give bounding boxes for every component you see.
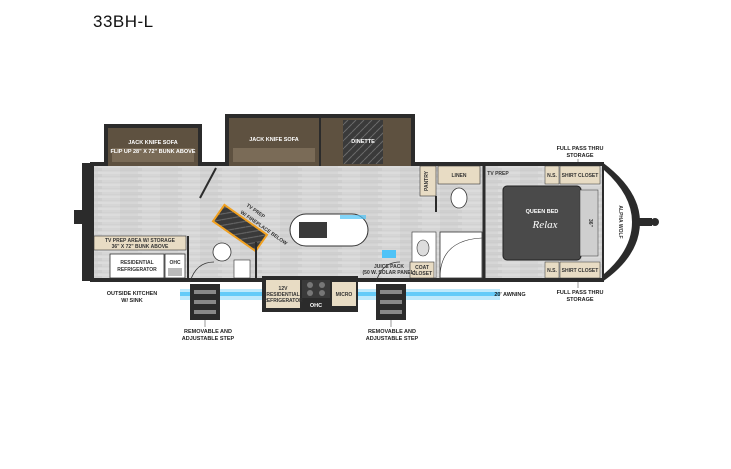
awning-label: 20' AWNING — [494, 292, 525, 298]
rear-fridge-label-1: RESIDENTIAL — [120, 260, 153, 266]
sofa-seat-left — [112, 148, 194, 162]
angled-wall — [199, 167, 217, 199]
outside-kitchen-label-2: W/ SINK — [121, 298, 142, 304]
front-cap-inner — [604, 170, 632, 274]
rear-hitch — [74, 210, 82, 224]
burner-2 — [319, 282, 325, 288]
step-left-label-1: REMOVABLE AND — [184, 329, 232, 335]
linen — [437, 165, 481, 185]
coat-closet-label-2: CLOSET — [412, 271, 432, 277]
pantry — [419, 165, 437, 197]
headboard-label: 36" — [587, 219, 593, 228]
burner-3 — [307, 290, 313, 296]
pantry-label: PANTRY — [424, 170, 430, 191]
shirt-closet-top-label: SHIRT CLOSET — [562, 173, 599, 179]
shower — [439, 231, 483, 279]
kitchen-fridge-label-2: RESIDENTIAL — [266, 292, 299, 298]
shower-curve — [439, 237, 483, 279]
queen-bed-label: QUEEN BED — [526, 209, 559, 215]
full-pass-top-label-2: STORAGE — [566, 153, 593, 159]
kitchen-refrigerator — [266, 280, 300, 308]
sofa-right-label: JACK KNIFE SOFA — [249, 137, 299, 143]
rear-bumper — [82, 163, 90, 281]
tv-prep-area-label-1: TV PREP AREA W/ STORAGE — [105, 238, 176, 244]
linen-label: LINEN — [452, 173, 467, 179]
door-left — [189, 261, 215, 283]
sofa-seat-right — [233, 148, 315, 162]
sofa-left-label-1: JACK KNIFE SOFA — [128, 140, 178, 146]
nightstand-bottom-label: N.S. — [547, 268, 557, 274]
shirt-closet-top — [559, 165, 601, 185]
coat-closet — [409, 261, 435, 279]
tv-prep-area — [93, 235, 187, 251]
micro-label: MICRO — [336, 292, 353, 298]
brand-label: ALPHA WOLF — [617, 205, 623, 238]
full-pass-top-label-1: FULL PASS THRU — [557, 146, 604, 152]
kitchen-fridge-label-1: 12V — [279, 286, 289, 292]
hitch-ball — [651, 218, 659, 226]
sofa-left-label-2: FLIP UP 28" X 72" BUNK ABOVE — [111, 149, 196, 155]
shirt-closet-bottom — [559, 261, 601, 279]
dinette-table — [343, 120, 383, 164]
dinette-label: DINETTE — [351, 139, 375, 145]
step-right — [376, 284, 406, 320]
juice-pack-label-1: JUICE PACK — [374, 264, 404, 270]
tv-prep-area-label-2: 36" X 72" BUNK ABOVE — [112, 244, 169, 250]
nightstand-top-label: N.S. — [547, 173, 557, 179]
nightstand-bottom — [544, 261, 560, 279]
ohc-bottom-label: OHC — [310, 303, 322, 309]
bunk-toilet — [212, 242, 232, 262]
island-light — [340, 215, 366, 219]
outside-kitchen-label-1: OUTSIDE KITCHEN — [107, 291, 157, 297]
stove — [302, 280, 330, 298]
full-pass-bottom-label-2: STORAGE — [566, 297, 593, 303]
microwave — [332, 282, 356, 306]
full-pass-bottom-label-1: FULL PASS THRU — [557, 290, 604, 296]
toilet — [450, 187, 468, 209]
coat-closet-label-1: COAT — [415, 265, 429, 271]
ohc-left-label: OHC — [169, 260, 181, 266]
sink-bowl — [416, 239, 430, 257]
burner-4 — [319, 290, 325, 296]
solar-icon — [382, 250, 396, 258]
nightstand-top — [544, 165, 560, 185]
rear-refrigerator — [109, 253, 165, 279]
step-right-label-2: ADJUSTABLE STEP — [366, 336, 419, 342]
juice-pack-label-2: (50 W. SOLAR PANEL) — [363, 270, 416, 276]
bunk-sink — [233, 259, 251, 279]
hitch — [638, 218, 652, 226]
headboard — [579, 189, 599, 257]
step-right-label-1: REMOVABLE AND — [368, 329, 416, 335]
door-right — [375, 261, 401, 283]
kitchen-fridge-label-3: REFRIGERATOR — [263, 298, 303, 304]
tv-prep-fireplace — [211, 203, 269, 253]
step-left — [190, 284, 220, 320]
island-sink — [299, 222, 327, 238]
outside-sink — [168, 268, 182, 276]
tv-prep-top-label: TV PREP — [487, 171, 509, 177]
rear-fridge-label-2: REFRIGERATOR — [117, 267, 157, 273]
burner-1 — [307, 282, 313, 288]
relax-logo: Relax — [531, 219, 557, 231]
shirt-closet-bottom-label: SHIRT CLOSET — [562, 268, 599, 274]
step-left-label-2: ADJUSTABLE STEP — [182, 336, 235, 342]
model-title: 33BH-L — [93, 12, 154, 31]
